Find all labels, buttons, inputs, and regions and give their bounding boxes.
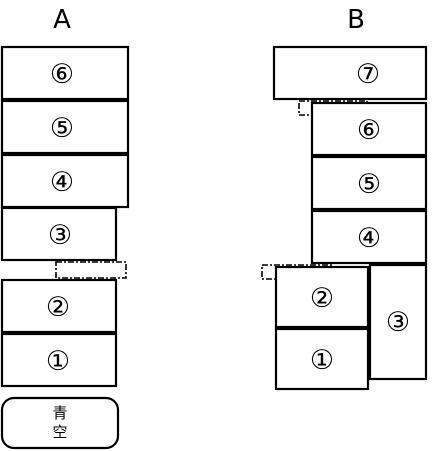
block-a-3: ③ — [0, 206, 118, 262]
block-b-6-label: ⑥ — [357, 115, 381, 146]
block-a-1: ① — [0, 332, 118, 388]
block-a-6-label: ⑥ — [50, 59, 74, 90]
sky-badge-line-1: 青 — [52, 404, 67, 422]
block-a-6: ⑥ — [0, 45, 130, 101]
block-a-2-label: ② — [46, 292, 70, 323]
column-a-label: A — [53, 5, 71, 35]
block-b-5: ⑤ — [310, 155, 428, 211]
block-b-6: ⑥ — [310, 101, 428, 157]
block-b-3-label: ③ — [386, 307, 410, 338]
block-a-5-label: ⑤ — [50, 113, 74, 144]
sky-badge: 青 空 — [0, 396, 120, 450]
block-a-4: ④ — [0, 153, 130, 209]
block-b-7: ⑦ — [272, 45, 428, 101]
block-a-2: ② — [0, 278, 118, 334]
block-b-4: ④ — [310, 209, 428, 265]
block-b-5-label: ⑤ — [357, 169, 381, 200]
block-a-5: ⑤ — [0, 99, 130, 155]
block-a-1-label: ① — [46, 346, 70, 377]
block-b-2: ② — [274, 265, 370, 329]
block-b-3: ③ — [368, 263, 428, 381]
block-b-2-label: ② — [310, 283, 334, 314]
block-a-3-label: ③ — [48, 220, 72, 251]
column-b-label: B — [347, 5, 365, 35]
sky-badge-line-2: 空 — [52, 423, 67, 441]
block-b-4-label: ④ — [357, 223, 381, 254]
block-a-4-label: ④ — [50, 167, 74, 198]
block-b-7-label: ⑦ — [356, 59, 380, 90]
column-a: A ⑥ ⑤ ④ ③ ② ① 青 空 — [0, 5, 130, 450]
block-b-1: ① — [274, 327, 370, 391]
block-b-1-label: ① — [310, 345, 334, 376]
column-b: B ⑦ ⑥ ⑤ ④ ③ ② ① — [261, 5, 428, 391]
block-a-dashed-outline — [55, 261, 127, 279]
